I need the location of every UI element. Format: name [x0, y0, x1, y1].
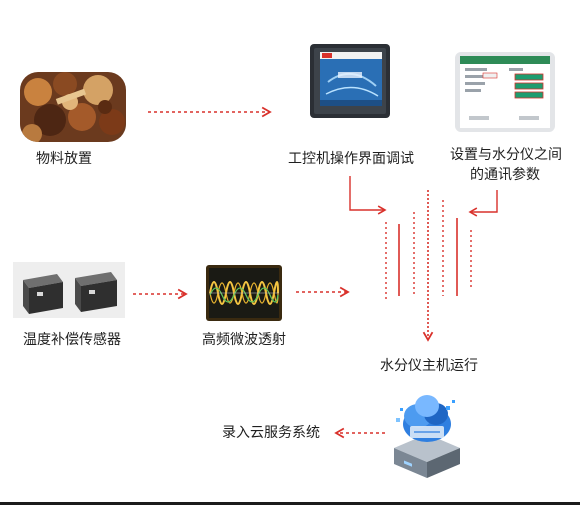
- comm-settings-photo: [453, 50, 557, 134]
- arrow-comm-to-center: [468, 190, 498, 217]
- host-label: 水分仪主机运行: [380, 358, 478, 374]
- sensor-photo: [13, 262, 125, 318]
- bottom-border: [0, 502, 580, 505]
- material-label: 物料放置: [36, 151, 92, 167]
- ipc-label: 工控机操作界面调试: [288, 151, 414, 167]
- cloud-server-icon: [388, 386, 466, 482]
- microwave-label: 高频微波透射: [202, 332, 286, 348]
- arrow-ipc-to-center: [349, 176, 387, 215]
- ipc-panel-photo: [308, 42, 392, 120]
- convergence-bars: [385, 190, 472, 310]
- cloud-label: 录入云服务系统: [222, 425, 320, 441]
- microwave-photo: [206, 265, 282, 321]
- sensor-label: 温度补偿传感器: [23, 332, 121, 348]
- comm-label-line2: 的通讯参数: [470, 167, 540, 183]
- material-photo: [20, 72, 126, 142]
- comm-label-line1: 设置与水分仪之间: [450, 147, 562, 163]
